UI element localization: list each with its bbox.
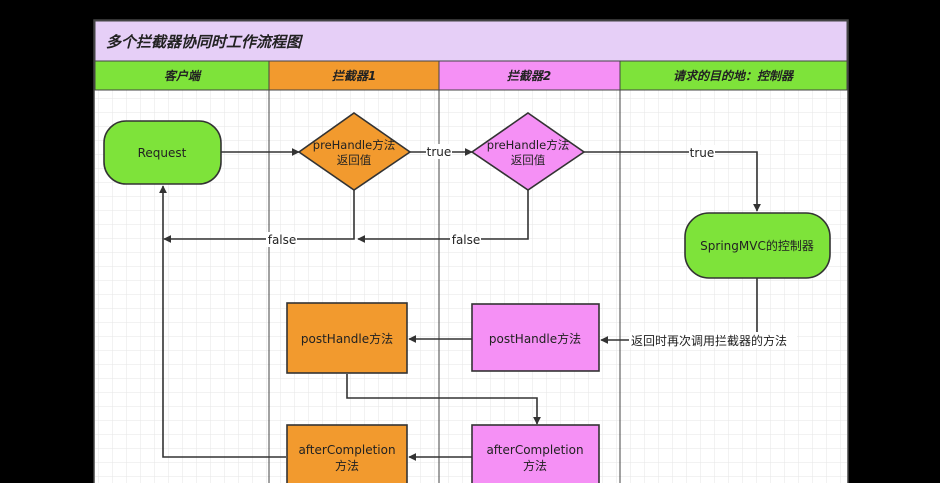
prehandle1-label-line2: 返回值 [337, 153, 372, 167]
aftercompletion2-label-line1: afterCompletion [486, 443, 583, 457]
aftercompletion1-node [286, 424, 408, 483]
posthandle2-label: postHandle方法 [489, 331, 581, 346]
prehandle2-decision [470, 112, 586, 191]
posthandle1-label: postHandle方法 [301, 331, 393, 346]
lane-label-controller: 请求的目的地：控制器 [673, 69, 795, 83]
posthandle2-node [471, 303, 600, 372]
false1-label-bg [266, 232, 297, 247]
diagram-title: 多个拦截器协同时工作流程图 [106, 33, 304, 51]
false2-label-bg [450, 232, 481, 247]
return-note-label: 返回时再次调用拦截器的方法 [631, 333, 787, 348]
edge-label-true2: true [690, 146, 715, 160]
edge-label-false1: false [268, 233, 297, 247]
lane-label-interceptor1: 拦截器1 [332, 69, 376, 83]
request-label: Request [138, 146, 187, 160]
prehandle1-decision [297, 112, 412, 191]
controller-node [684, 212, 831, 279]
aftercompletion2-node [471, 424, 600, 483]
lane-header-client [94, 60, 270, 91]
aftercompletion1-label-line1: afterCompletion [298, 443, 395, 457]
true2-label-bg [689, 145, 715, 160]
edge-label-true1: true [427, 145, 452, 159]
aftercompletion2-label-line2: 方法 [523, 458, 547, 473]
aftercompletion1-label-line2: 方法 [335, 458, 359, 473]
lane-label-client: 客户端 [164, 69, 202, 83]
prehandle2-label-line2: 返回值 [511, 153, 546, 167]
posthandle1-node [286, 302, 408, 374]
controller-label: SpringMVC的控制器 [700, 238, 814, 253]
return-note-bg [629, 332, 797, 348]
lane-label-interceptor2: 拦截器2 [507, 69, 551, 83]
edge-pre2-false [357, 190, 529, 243]
lane-header-controller [619, 60, 848, 91]
edge-pre2-true-to-controller [584, 151, 761, 212]
edge-pre1-false [163, 190, 355, 243]
lane-header-interceptor2 [438, 60, 621, 91]
true1-label-bg [426, 144, 452, 159]
edge-post1-to-after2 [346, 374, 541, 425]
edge-label-false2: false [452, 233, 481, 247]
request-node [103, 120, 222, 185]
edge-after1-to-request [159, 185, 286, 458]
lane-header-interceptor1 [268, 60, 440, 91]
prehandle2-label-line1: preHandle方法 [487, 138, 569, 152]
prehandle1-label-line1: preHandle方法 [313, 138, 395, 152]
